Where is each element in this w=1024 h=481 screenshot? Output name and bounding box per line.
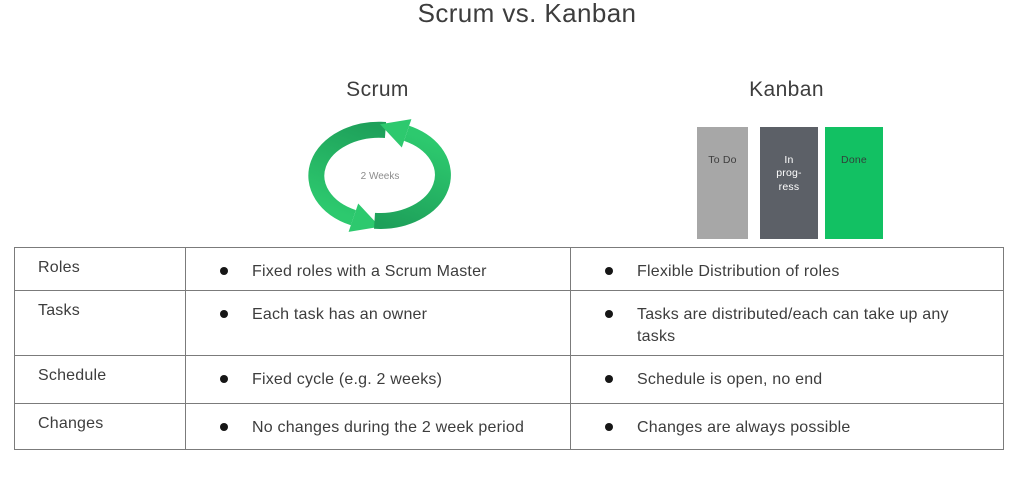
table-row: Changes No changes during the 2 week per… [14,403,1004,450]
kanban-column-done: Done [825,127,883,239]
bullet-dot [605,375,613,383]
row-label: Changes [14,403,186,450]
row-label: Tasks [14,290,186,356]
kanban-column-label: In prog- ress [776,153,802,193]
bullet-text: Each task has an owner [252,306,428,323]
bullet-text: Tasks are distributed/each can take up a… [637,306,949,345]
bullet-text: Schedule is open, no end [637,371,823,388]
kanban-column-label: To Do [708,153,737,166]
scrum-cycle-icon: 2 Weeks [300,117,460,233]
table-row: Schedule Fixed cycle (e.g. 2 weeks) Sche… [14,355,1004,404]
bullet-dot [220,310,228,318]
kanban-cell: Flexible Distribution of roles [570,247,1004,291]
table-row: Roles Fixed roles with a Scrum Master Fl… [14,247,1004,291]
scrum-cell: Fixed cycle (e.g. 2 weeks) [185,355,571,404]
cycle-label: 2 Weeks [361,171,400,182]
cycle-arc-left [308,121,387,226]
scrum-heading: Scrum [346,78,409,101]
row-label: Roles [14,247,186,291]
bullet-dot [605,310,613,318]
table-row: Tasks Each task has an owner Tasks are d… [14,290,1004,356]
kanban-heading: Kanban [749,78,824,101]
cycle-arrows-icon: 2 Weeks [308,119,451,232]
cycle-arc-right [374,125,451,229]
kanban-column-inprogress: In prog- ress [760,127,818,239]
bullet-dot [605,267,613,275]
kanban-column-todo: To Do [697,127,748,239]
scrum-cell: Each task has an owner [185,290,571,356]
bullet-dot [220,267,228,275]
kanban-cell: Changes are always possible [570,403,1004,450]
cycle-arrowhead-top [380,119,412,148]
row-label: Schedule [14,355,186,404]
kanban-cell: Schedule is open, no end [570,355,1004,404]
comparison-table: Roles Fixed roles with a Scrum Master Fl… [14,247,1004,450]
bullet-text: Flexible Distribution of roles [637,263,840,280]
bullet-text: No changes during the 2 week period [252,419,525,436]
bullet-dot [220,375,228,383]
bullet-text: Changes are always possible [637,419,851,436]
bullet-dot [220,423,228,431]
scrum-cell: No changes during the 2 week period [185,403,571,450]
page-title: Scrum vs. Kanban [417,0,637,28]
bullet-dot [605,423,613,431]
cycle-arrowhead-bottom [348,203,380,232]
scrum-cell: Fixed roles with a Scrum Master [185,247,571,291]
kanban-board: To Do In prog- ress Done [697,127,883,239]
kanban-cell: Tasks are distributed/each can take up a… [570,290,1004,356]
kanban-column-label: Done [841,153,867,166]
bullet-text: Fixed roles with a Scrum Master [252,263,487,280]
bullet-text: Fixed cycle (e.g. 2 weeks) [252,371,443,388]
